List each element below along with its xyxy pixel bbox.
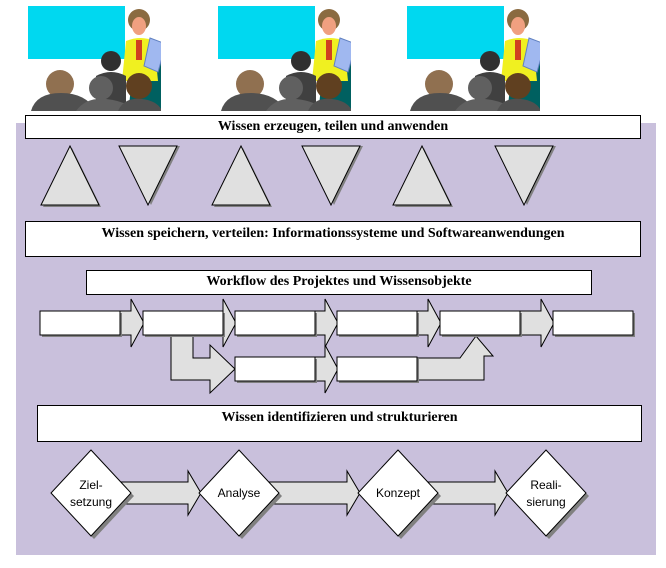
- phase-label: setzung: [70, 495, 112, 509]
- layer-identify-title: Wissen identifizieren und strukturieren: [37, 405, 642, 442]
- workflow-network: [39, 298, 635, 395]
- phase-arrow: [120, 469, 202, 517]
- workflow-box: [234, 310, 316, 336]
- workflow-box: [439, 310, 521, 336]
- presenter-with-audience-icon: [218, 6, 351, 111]
- phase-diamond-shadow: [91, 493, 134, 539]
- workflow-box: [234, 356, 316, 382]
- phase-label: Analyse: [218, 486, 261, 500]
- layer-store-title: Wissen speichern, verteilen: Information…: [25, 221, 641, 257]
- layer-apply-title: Wissen erzeugen, teilen und anwenden: [25, 115, 641, 139]
- phase-diamond-shadow: [239, 493, 282, 539]
- workflow-arrow: [516, 298, 555, 348]
- phase-diamond: [198, 449, 280, 537]
- phase-label: Ziel-: [79, 478, 102, 492]
- workflow-box: [336, 356, 418, 382]
- phase-diamond-shadow: [398, 493, 441, 539]
- phase-diamond: [505, 449, 587, 537]
- triangle-up: [392, 144, 452, 206]
- layer-workflow-title: Workflow des Projektes und Wissensobjekt…: [86, 270, 592, 295]
- phase-diamond: [50, 449, 132, 537]
- workflow-branch-arrow: [170, 334, 236, 395]
- workflow-merge-arrow: [413, 335, 495, 381]
- workflow-box: [142, 310, 224, 336]
- presenter-with-audience-icon: [407, 6, 540, 111]
- phase-label: Reali-: [530, 478, 561, 492]
- triangle-down: [301, 145, 361, 207]
- triangle-up: [40, 144, 100, 206]
- triangle-up: [211, 144, 271, 206]
- phase-label: sierung: [526, 495, 565, 509]
- workflow-box: [552, 310, 634, 336]
- presenter-image-1: [28, 6, 161, 111]
- phase-label: Konzept: [376, 486, 421, 500]
- triangle-down: [494, 145, 554, 207]
- phase-diamond-shadow: [546, 493, 589, 539]
- presenter-image-2: [218, 6, 351, 111]
- phase-arrow: [268, 469, 361, 517]
- workflow-box: [336, 310, 418, 336]
- phase-arrow: [427, 469, 509, 517]
- triangle-down: [118, 145, 178, 207]
- presenter-with-audience-icon: [28, 6, 161, 111]
- phase-diamond: [357, 449, 439, 537]
- triangle-row: [40, 144, 556, 207]
- workflow-box: [39, 310, 121, 336]
- phase-process: Ziel-setzung Analyse Konzept Reali-sierung: [50, 449, 589, 539]
- presenter-image-3: [407, 6, 540, 111]
